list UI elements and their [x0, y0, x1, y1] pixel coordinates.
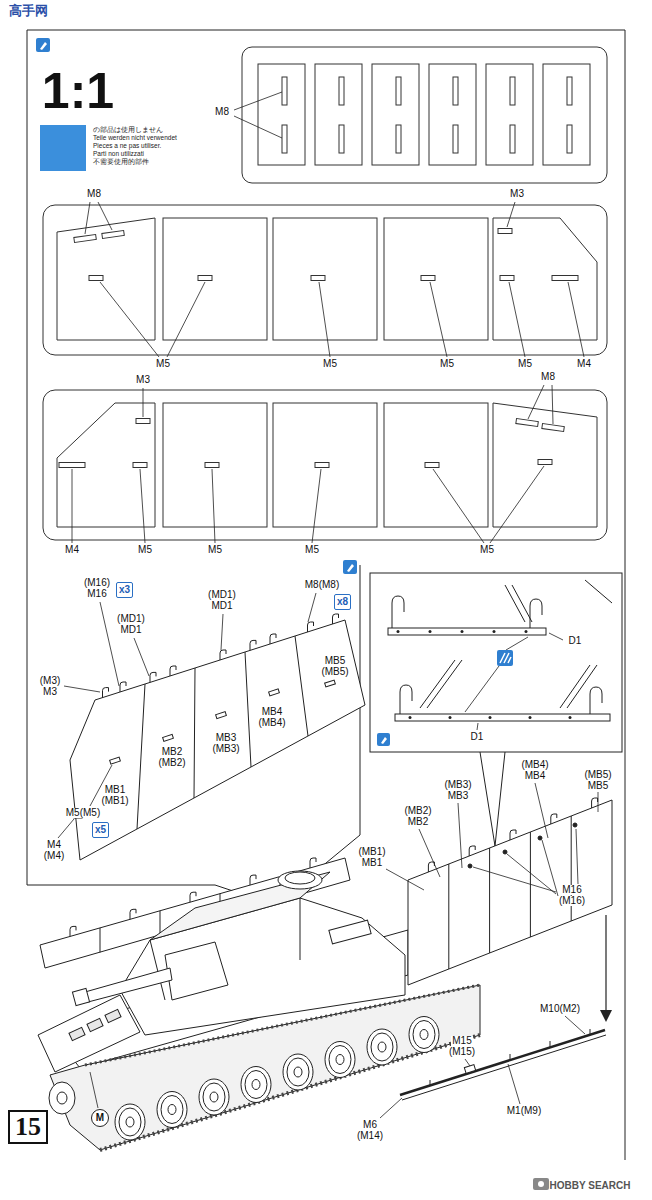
- part-label: M8: [540, 372, 556, 382]
- part-label: M4: [64, 545, 80, 555]
- part-label: (MB3): [443, 780, 472, 790]
- part-label: (M15): [448, 1047, 476, 1057]
- part-label: MB3: [215, 733, 238, 743]
- glue-icon: [497, 650, 513, 666]
- leader-line: [234, 92, 282, 138]
- marker-circle: M: [91, 1109, 109, 1127]
- part-label: M4: [46, 840, 62, 850]
- node-text: x8: [337, 597, 348, 607]
- part-label: M8: [86, 189, 102, 199]
- step-number: 15: [8, 1110, 48, 1144]
- part-label: (M14): [356, 1131, 384, 1141]
- notice-text: 不需要使用的部件: [92, 159, 150, 166]
- node-text: x3: [119, 585, 130, 595]
- paint-icon: [36, 38, 50, 52]
- part-label: M5: [439, 359, 455, 369]
- skirt-exploded: [70, 614, 365, 860]
- part-label: (MB4): [257, 718, 286, 728]
- part-label: M16: [561, 885, 582, 895]
- part-label: (MB5): [583, 770, 612, 780]
- part-label: M4: [576, 359, 592, 369]
- notice-text: の部品は使用しません: [92, 127, 164, 134]
- direction-arrow: [600, 915, 612, 1022]
- part-label: (M3): [39, 676, 62, 686]
- part-label: (MB2): [157, 758, 186, 768]
- scale-mark: 1:1: [41, 66, 115, 116]
- page-frame: [27, 30, 625, 1160]
- part-label: M5: [304, 545, 320, 555]
- part-label: M3: [135, 375, 151, 385]
- part-label: MB4: [524, 771, 547, 781]
- paint-icon: [343, 560, 357, 574]
- leader-line: [90, 783, 598, 1118]
- multiplier-badge: x3: [116, 582, 133, 598]
- part-label: M3: [509, 189, 525, 199]
- part-label: (MB4): [520, 760, 549, 770]
- part-label: M1(M9): [506, 1106, 542, 1116]
- part-label: M8(M8): [304, 580, 340, 590]
- part-label: M5: [322, 359, 338, 369]
- node-text: M: [96, 1113, 104, 1123]
- brand-logo: [533, 1178, 549, 1190]
- part-label: MB1: [104, 785, 127, 795]
- part-label: MD1: [119, 625, 142, 635]
- part-label: (M4): [43, 851, 66, 861]
- multiplier-badge: x5: [92, 822, 109, 838]
- vehicle-illustration: [38, 798, 612, 1150]
- part-label: M10(M2): [539, 1004, 581, 1014]
- part-label: (MB2): [403, 806, 432, 816]
- notice-text: Parti non utilizzati: [92, 151, 145, 158]
- part-label: (MD1): [116, 614, 146, 624]
- part-label: M16: [86, 589, 107, 599]
- part-label: (MB1): [100, 796, 129, 806]
- part-label: MB1: [361, 858, 384, 868]
- node-text: x5: [95, 825, 106, 835]
- detail-inset: [370, 573, 622, 846]
- part-label: M5: [207, 545, 223, 555]
- node-text: 15: [15, 1114, 41, 1140]
- part-label: MB5: [587, 781, 610, 791]
- part-label: MD1: [210, 601, 233, 611]
- part-label: MB2: [407, 817, 430, 827]
- part-label: (M16): [83, 578, 111, 588]
- part-label: M5(M5): [65, 808, 101, 818]
- part-label: MB3: [447, 791, 470, 801]
- part-label: M5: [517, 359, 533, 369]
- unused-parts-swatch: [40, 125, 86, 171]
- parts-fret: [43, 205, 607, 355]
- part-label: (MB1): [357, 847, 386, 857]
- notice-text: Pieces a ne pas utiliser.: [92, 143, 162, 150]
- parts-fret: [242, 47, 607, 183]
- part-label: MB2: [161, 747, 184, 757]
- leader-line: [72, 385, 553, 543]
- notice-text: Teile werden nicht verwendet: [92, 135, 178, 142]
- part-label: (M16): [558, 896, 586, 906]
- part-label: M3: [42, 687, 58, 697]
- part-label: (MB5): [320, 667, 349, 677]
- multiplier-badge: x8: [334, 594, 351, 610]
- site-watermark: 高手网: [8, 4, 49, 17]
- parts-fret: [43, 390, 607, 540]
- part-label: M6: [362, 1120, 378, 1130]
- part-label: M5: [479, 545, 495, 555]
- paint-icon: [377, 733, 390, 746]
- part-label: M5: [137, 545, 153, 555]
- brand-watermark: HOBBY SEARCH: [549, 1181, 632, 1191]
- part-label: D1: [470, 732, 485, 742]
- leader-line: [85, 202, 584, 357]
- part-label: M5: [155, 359, 171, 369]
- part-label: MB5: [324, 656, 347, 666]
- part-label: M8: [214, 107, 230, 117]
- part-label: D1: [568, 636, 583, 646]
- part-label: (MD1): [207, 590, 237, 600]
- part-label: MB4: [261, 707, 284, 717]
- part-label: (MB3): [211, 744, 240, 754]
- leader-line: [58, 593, 316, 838]
- part-label: M15: [451, 1036, 472, 1046]
